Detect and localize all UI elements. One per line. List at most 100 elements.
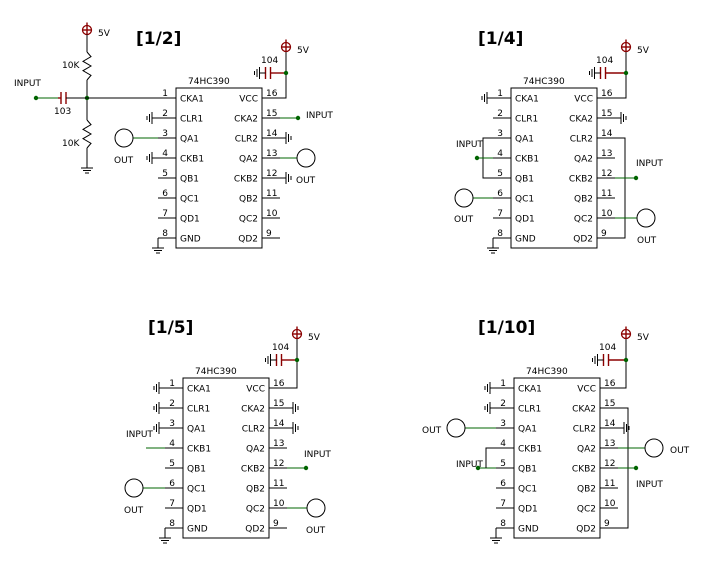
pin-number-left: 3 xyxy=(500,419,506,429)
pin-name-right: QA2 xyxy=(574,155,593,165)
output-label: OUT xyxy=(422,426,442,436)
pin-name-left: CKA1 xyxy=(518,385,542,395)
vcc-wire xyxy=(287,338,298,389)
pin-number-right: 9 xyxy=(266,229,272,239)
junction-dot xyxy=(633,175,639,181)
pin-name-left: CKA1 xyxy=(180,95,204,105)
junction-dot xyxy=(283,70,289,76)
supply-label: 5V xyxy=(308,333,321,343)
resistor-icon xyxy=(82,51,92,81)
pin-name-left: CLR1 xyxy=(187,405,210,415)
vcc-terminal-icon xyxy=(81,22,93,36)
pin-name-left: QB1 xyxy=(180,175,199,185)
pin-number-right: 16 xyxy=(604,379,616,389)
output-jack-icon xyxy=(296,148,316,168)
pin-name-right: QD2 xyxy=(238,235,258,245)
output-jack-icon xyxy=(454,188,474,208)
ic-chip-body xyxy=(513,377,601,539)
ground-icon xyxy=(589,67,601,79)
resistor-value: 10K xyxy=(62,61,80,71)
input-label: INPUT xyxy=(636,159,663,169)
pin-number-left: 2 xyxy=(162,109,168,119)
pin-number-right: 10 xyxy=(604,499,616,509)
pin-number-right: 12 xyxy=(266,169,277,179)
pin-name-left: QC1 xyxy=(187,485,206,495)
resistor-icon xyxy=(82,119,92,149)
ground-icon xyxy=(159,528,171,544)
pin-number-left: 7 xyxy=(497,209,503,219)
junction-dot xyxy=(633,465,639,471)
pin-number-left: 8 xyxy=(162,229,168,239)
pin-number-left: 5 xyxy=(497,169,503,179)
pin-number-right: 10 xyxy=(266,209,278,219)
ground-icon xyxy=(592,354,604,366)
pin-name-left: CLR1 xyxy=(515,115,538,125)
junction-dot xyxy=(303,465,309,471)
output-label: OUT xyxy=(670,446,690,456)
pin-number-right: 13 xyxy=(266,149,277,159)
output-jack-icon xyxy=(114,128,134,148)
output-jack-icon xyxy=(644,438,664,458)
capacitor-icon xyxy=(275,354,283,366)
ground-icon xyxy=(153,402,165,414)
vcc-wire xyxy=(615,51,627,99)
pin-name-right: QA2 xyxy=(239,155,258,165)
pin-name-right: VCC xyxy=(577,385,596,395)
pin-number-left: 1 xyxy=(162,89,168,99)
pin-name-right: QC2 xyxy=(574,215,593,225)
pin-number-left: 6 xyxy=(497,189,503,199)
pin-name-left: GND xyxy=(515,235,536,245)
pin-number-right: 14 xyxy=(601,129,613,139)
chip-part-number: 74HC390 xyxy=(188,77,230,87)
vcc-terminal-icon xyxy=(280,39,292,53)
pin-number-left: 1 xyxy=(497,89,503,99)
output-label: OUT xyxy=(124,506,144,516)
pin-number-left: 2 xyxy=(500,399,506,409)
pin-name-right: VCC xyxy=(574,95,593,105)
pin-name-left: QB1 xyxy=(518,465,537,475)
ground-icon xyxy=(146,152,158,164)
resistor-value: 10K xyxy=(62,139,80,149)
supply-label: 5V xyxy=(637,46,650,56)
output-label: OUT xyxy=(306,526,326,536)
circuit-title: [1/2] xyxy=(136,29,181,49)
pin-number-left: 8 xyxy=(497,229,503,239)
pin-number-left: 4 xyxy=(169,439,175,449)
pin-name-left: QA1 xyxy=(515,135,534,145)
pin-name-left: GND xyxy=(518,525,539,535)
supply-label: 5V xyxy=(297,46,310,56)
ic-chip-body xyxy=(175,87,263,249)
ground-icon xyxy=(153,382,165,394)
pin-number-right: 15 xyxy=(273,399,284,409)
pin-name-left: CKA1 xyxy=(515,95,539,105)
pin-number-left: 5 xyxy=(169,459,175,469)
output-jack-icon xyxy=(636,208,656,228)
capacitor-value: 104 xyxy=(261,56,278,66)
capacitor-icon xyxy=(602,354,610,366)
ground-icon xyxy=(484,402,496,414)
pin-number-left: 6 xyxy=(500,479,506,489)
pin-number-left: 4 xyxy=(497,149,503,159)
pin-number-left: 5 xyxy=(162,169,168,179)
ground-icon xyxy=(484,382,496,394)
junction-dot xyxy=(33,95,39,101)
ground-icon xyxy=(280,132,292,144)
pin-name-right: CKB2 xyxy=(569,175,593,185)
ground-icon xyxy=(287,402,299,414)
pin-number-right: 9 xyxy=(604,519,610,529)
capacitor-value: 103 xyxy=(54,107,71,117)
pin-number-right: 16 xyxy=(273,379,285,389)
pin-name-left: QB1 xyxy=(515,175,534,185)
pin-name-right: QB2 xyxy=(246,485,265,495)
ic-chip-body xyxy=(510,87,598,249)
pin-number-right: 15 xyxy=(601,109,612,119)
ground-icon xyxy=(481,92,493,104)
ground-icon xyxy=(615,112,627,124)
input-label: INPUT xyxy=(306,111,333,121)
pin-number-right: 15 xyxy=(604,399,615,409)
wire xyxy=(615,137,626,239)
pin-number-left: 7 xyxy=(500,499,506,509)
